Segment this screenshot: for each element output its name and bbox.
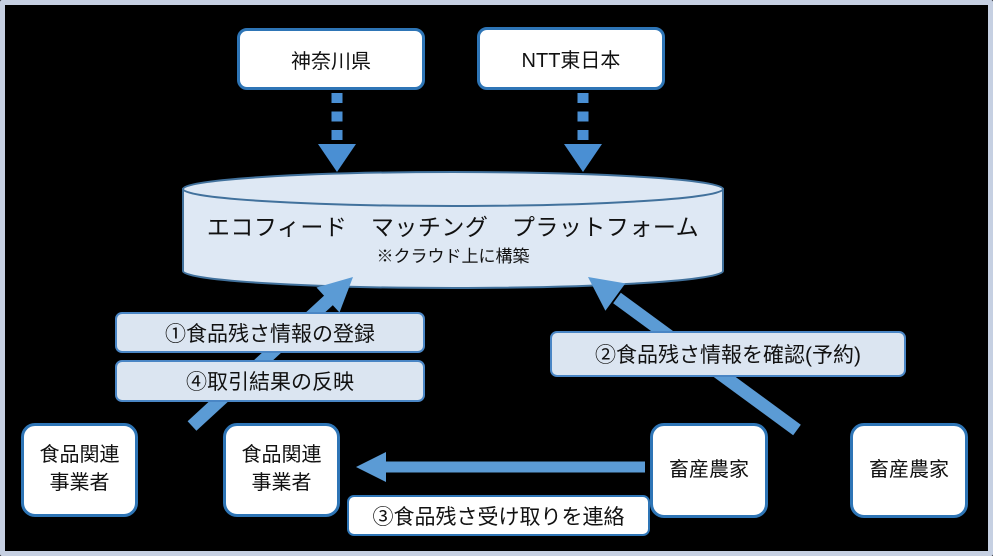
node-livestock-farm-1: 畜産農家 xyxy=(650,423,768,518)
node-food-business-1: 食品関連 事業者 xyxy=(21,423,138,517)
node-ntt-east: NTT東日本 xyxy=(477,27,665,90)
node-food-business-1-line2: 事業者 xyxy=(49,472,110,494)
node-food-business-1-line1: 食品関連 xyxy=(39,444,120,467)
node-livestock-farm-1-label: 畜産農家 xyxy=(669,458,749,481)
flow-label-step4: ④取引結果の反映 xyxy=(115,360,425,402)
dashed-arrow-down-icon xyxy=(318,93,356,172)
node-kanagawa-label: 神奈川県 xyxy=(291,50,371,73)
dashed-arrow-down-icon xyxy=(564,93,602,172)
platform-cylinder xyxy=(182,171,724,289)
flow-label-step1: ①食品残さ情報の登録 xyxy=(115,312,425,353)
node-food-business-2: 食品関連 事業者 xyxy=(223,423,340,517)
node-kanagawa: 神奈川県 xyxy=(237,28,425,90)
flow-label-step3: ③食品残さ受け取りを連絡 xyxy=(347,495,650,536)
node-food-business-2-line1: 食品関連 xyxy=(241,444,322,467)
node-food-business-2-line2: 事業者 xyxy=(251,472,312,494)
arrow-step3-left-icon xyxy=(356,452,645,482)
node-ntt-east-label: NTT東日本 xyxy=(521,50,621,72)
node-livestock-farm-2-label: 畜産農家 xyxy=(869,458,949,481)
node-livestock-farm-2: 畜産農家 xyxy=(850,423,968,518)
flow-label-step2: ②食品残さ情報を確認(予約) xyxy=(550,331,906,377)
